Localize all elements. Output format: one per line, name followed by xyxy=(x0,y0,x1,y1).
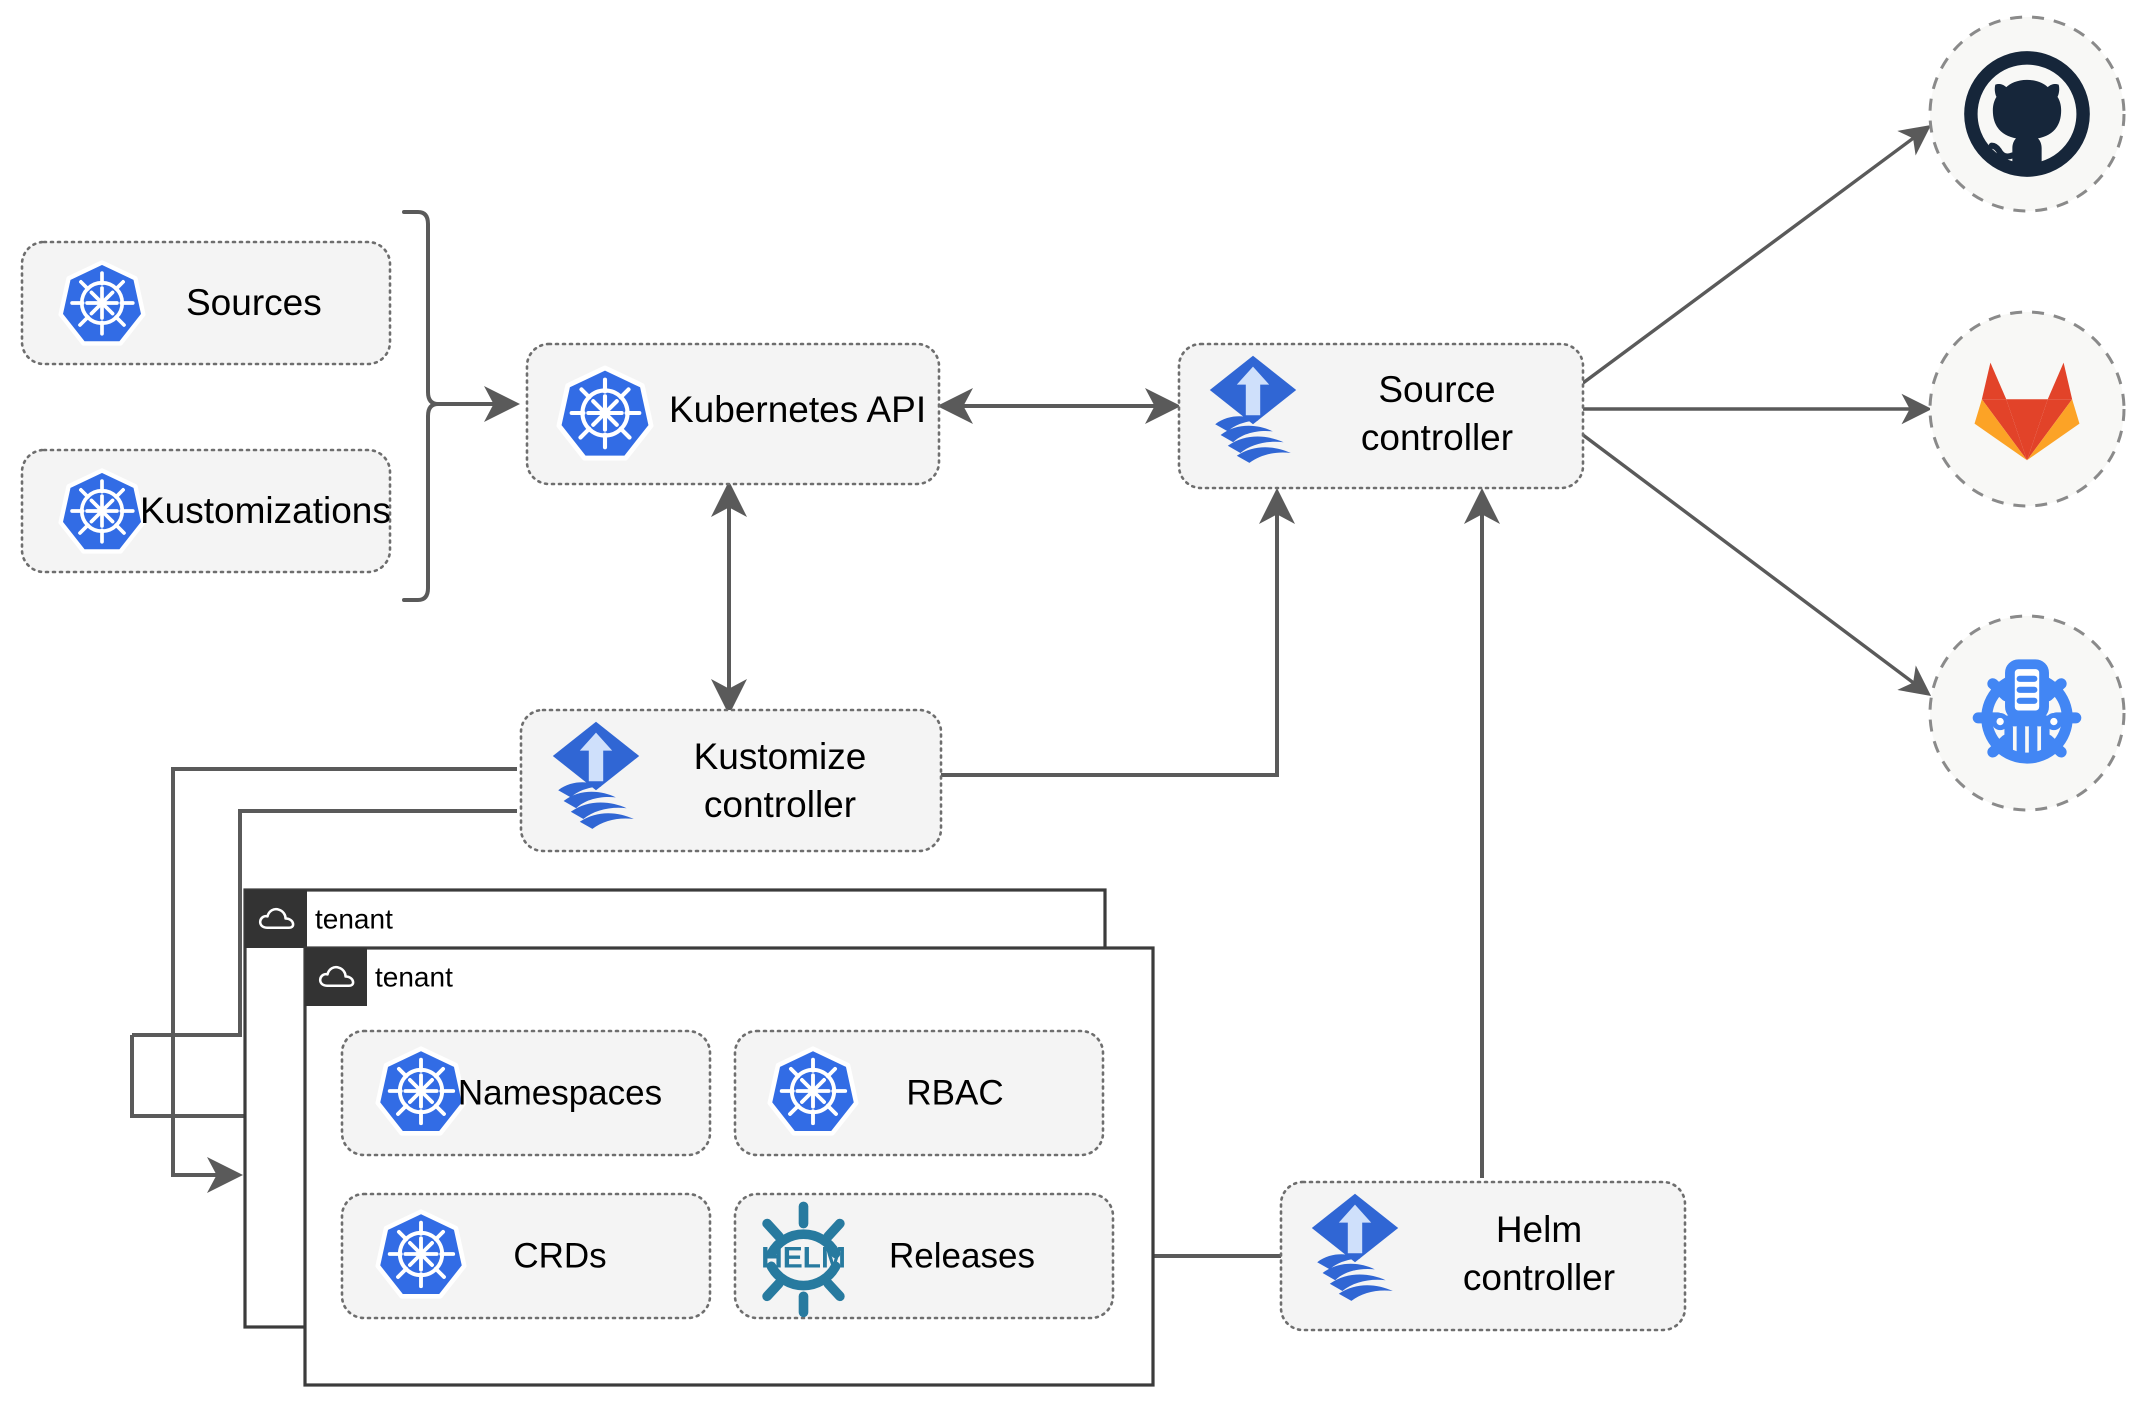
edge-group-brace xyxy=(402,210,520,602)
node-namespaces[interactable]: Namespaces xyxy=(340,1029,712,1157)
node-label-line2: controller xyxy=(1463,1257,1615,1298)
edge-kustomizecontroller-tenant-1 xyxy=(171,767,517,1193)
kubernetes-icon xyxy=(559,368,651,458)
node-helm-controller[interactable]: Helm controller xyxy=(1279,1180,1687,1332)
node-label: CRDs xyxy=(513,1236,606,1275)
node-releases[interactable]: Releases xyxy=(733,1192,1115,1320)
provider-harbor[interactable] xyxy=(1928,614,2126,812)
node-label: RBAC xyxy=(906,1073,1003,1112)
node-label-line1: Helm xyxy=(1496,1209,1582,1250)
edge-sourcecontroller-harbor xyxy=(1581,433,1932,697)
node-label: Sources xyxy=(186,282,322,323)
kubernetes-icon xyxy=(770,1049,856,1134)
edge-kustomizecontroller-sourcecontroller xyxy=(941,488,1295,777)
node-label-line1: Source xyxy=(1378,369,1495,410)
kubernetes-icon xyxy=(378,1212,464,1297)
kubernetes-icon xyxy=(61,471,144,552)
kubernetes-icon xyxy=(61,263,144,344)
node-label-line1: Kustomize xyxy=(694,736,867,777)
tenant-label: tenant xyxy=(315,903,393,934)
node-label: Namespaces xyxy=(458,1073,662,1112)
edge-sourcecontroller-github xyxy=(1581,124,1932,385)
node-rbac[interactable]: RBAC xyxy=(733,1029,1105,1157)
edge-kustomizecontroller-tenant-2 xyxy=(132,809,517,1037)
node-kubernetes-api[interactable]: Kubernetes API xyxy=(525,342,941,486)
node-kustomize-controller[interactable]: Kustomize controller xyxy=(519,708,943,853)
tenant-label: tenant xyxy=(375,961,453,992)
node-kustomizations[interactable]: Kustomizations xyxy=(20,448,392,574)
node-crds[interactable]: CRDs xyxy=(340,1192,712,1320)
tenant-box-2[interactable]: tenant xyxy=(303,946,1155,1387)
provider-github[interactable] xyxy=(1928,15,2126,213)
node-label: Kustomizations xyxy=(140,490,391,531)
node-source-controller[interactable]: Source controller xyxy=(1177,342,1585,490)
node-label-line2: controller xyxy=(704,784,856,825)
kubernetes-icon xyxy=(378,1049,464,1134)
node-label: Releases xyxy=(889,1236,1035,1275)
node-label: Kubernetes API xyxy=(669,389,926,430)
provider-gitlab[interactable] xyxy=(1928,310,2126,508)
node-sources[interactable]: Sources xyxy=(20,240,392,366)
node-label-line2: controller xyxy=(1361,417,1513,458)
